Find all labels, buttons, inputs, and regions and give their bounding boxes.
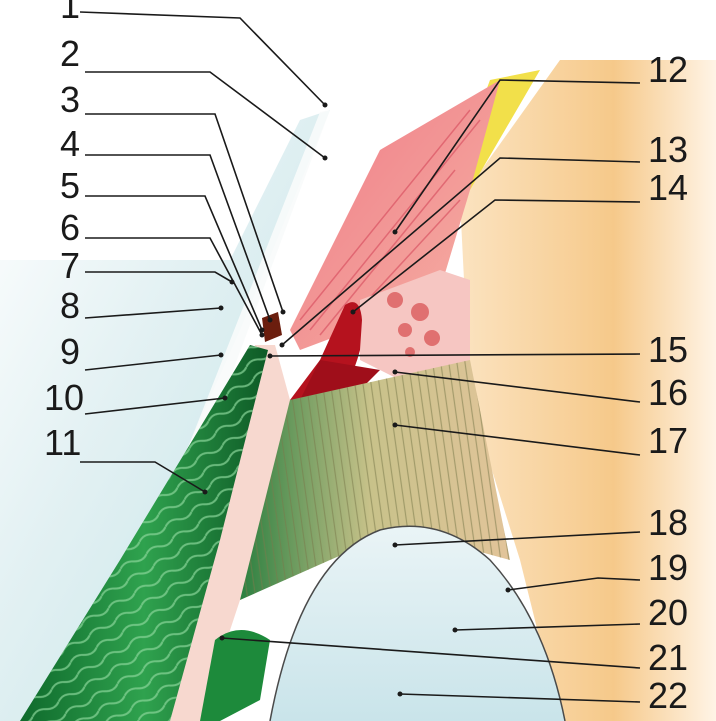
label-number-4: 4: [60, 123, 80, 164]
leader-point-9: [219, 353, 224, 358]
leader-point-14: [351, 310, 356, 315]
label-number-19: 19: [648, 547, 688, 588]
label-number-13: 13: [648, 129, 688, 170]
leader-point-21: [220, 636, 225, 641]
label-number-20: 20: [648, 592, 688, 633]
label-number-1: 1: [60, 0, 80, 26]
label-number-3: 3: [60, 79, 80, 120]
leader-point-10: [223, 396, 228, 401]
leader-point-19: [506, 588, 511, 593]
leader-point-17: [393, 423, 398, 428]
leader-point-3: [281, 310, 286, 315]
leader-point-15: [268, 354, 273, 359]
leader-point-18: [393, 543, 398, 548]
leader-point-8: [219, 306, 224, 311]
label-number-9: 9: [60, 331, 80, 372]
label-number-10: 10: [44, 377, 84, 418]
label-number-18: 18: [648, 502, 688, 543]
leader-point-12: [393, 230, 398, 235]
label-number-15: 15: [648, 329, 688, 370]
leader-point-2: [323, 156, 328, 161]
leader-point-7: [230, 280, 235, 285]
label-number-22: 22: [648, 675, 688, 716]
label-number-21: 21: [648, 637, 688, 678]
label-number-5: 5: [60, 165, 80, 206]
tissue-hole: [387, 292, 403, 308]
label-number-8: 8: [60, 285, 80, 326]
leader-point-13: [280, 343, 285, 348]
label-number-11: 11: [44, 422, 81, 463]
label-number-2: 2: [60, 33, 80, 74]
label-number-16: 16: [648, 372, 688, 413]
leader-point-20: [453, 628, 458, 633]
leader-point-16: [393, 370, 398, 375]
label-number-17: 17: [648, 420, 688, 461]
leader-point-1: [323, 103, 328, 108]
leader-point-4: [268, 318, 273, 323]
label-number-12: 12: [648, 49, 688, 90]
label-number-14: 14: [648, 167, 688, 208]
tissue-hole: [424, 330, 440, 346]
label-number-7: 7: [60, 245, 80, 286]
leader-point-22: [398, 692, 403, 697]
leader-point-11: [203, 490, 208, 495]
tissue-hole: [398, 323, 412, 337]
tissue-hole: [411, 303, 429, 321]
leader-point-6: [260, 333, 265, 338]
label-number-6: 6: [60, 207, 80, 248]
